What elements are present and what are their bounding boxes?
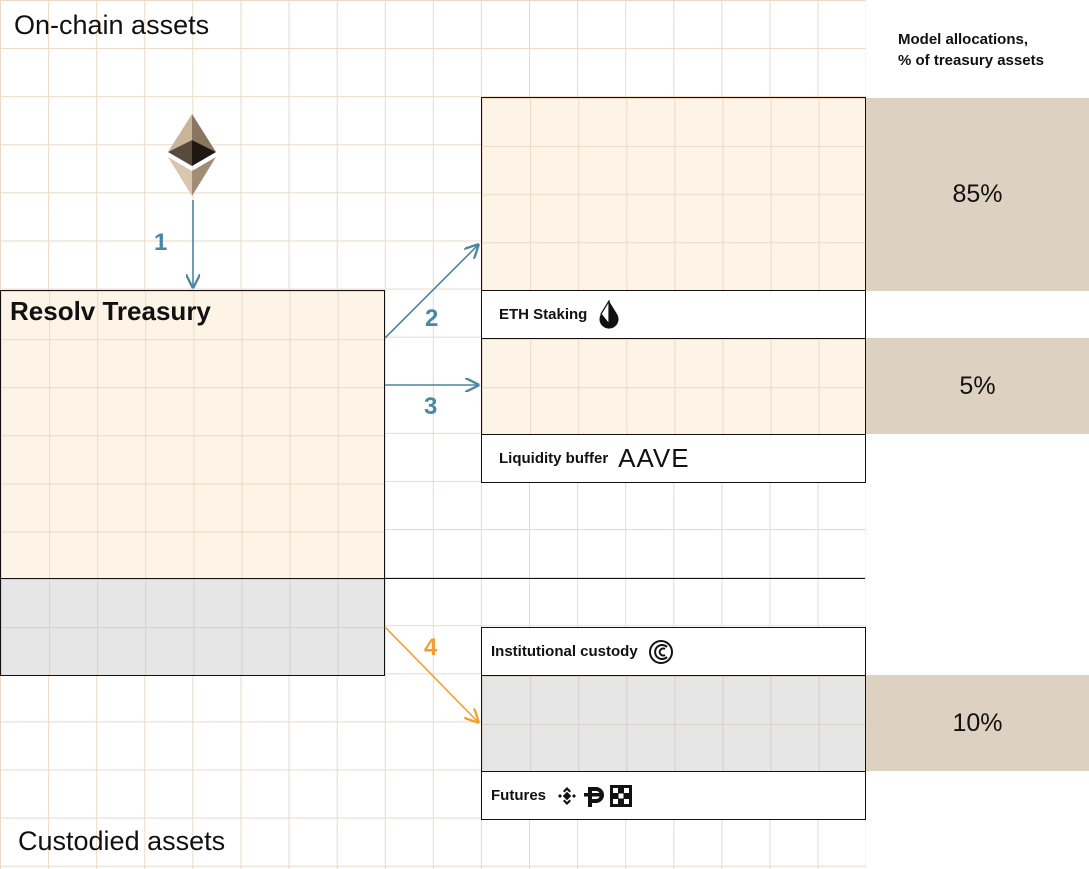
allocations-header-line1: Model allocations, [898, 31, 1029, 48]
futures-row: Futures [481, 771, 866, 820]
on-chain-title: On-chain assets [14, 10, 210, 40]
lido-drop-icon [597, 298, 621, 330]
treasury-title: Resolv Treasury [10, 296, 211, 326]
custodied-title: Custodied assets [18, 826, 226, 856]
liquidity-allocation-box [481, 338, 866, 435]
deribit-icon [582, 785, 606, 807]
eth-staking-allocation-box [481, 97, 866, 291]
treasury-onchain-box [0, 290, 385, 580]
section-divider [385, 578, 865, 579]
step-1: 1 [154, 229, 168, 256]
custody-icon [648, 639, 674, 665]
step-2: 2 [425, 305, 439, 332]
allocation-staking: 85% [866, 98, 1089, 291]
liquidity-buffer-row: Liquidity buffer AAVE [481, 434, 866, 483]
arrow-4 [384, 626, 478, 722]
treasury-custodied-box [0, 578, 385, 676]
eth-staking-label: ETH Staking [499, 306, 588, 323]
allocations-header-line2: % of treasury assets [898, 52, 1044, 69]
institutional-custody-row: Institutional custody [481, 627, 866, 676]
futures-label: Futures [491, 787, 547, 804]
aave-logo: AAVE [618, 443, 690, 473]
allocations-header: Model allocations, % of treasury assets [898, 29, 1044, 71]
allocation-liquidity: 5% [866, 338, 1089, 434]
ethereum-icon [168, 114, 216, 196]
step-4: 4 [424, 634, 438, 661]
eth-staking-row: ETH Staking [481, 290, 866, 339]
step-3: 3 [424, 393, 438, 420]
liquidity-buffer-label: Liquidity buffer [499, 450, 609, 467]
okx-icon [610, 784, 633, 807]
binance-icon [556, 785, 578, 807]
arrow-2 [384, 245, 478, 339]
allocation-custody: 10% [866, 675, 1089, 771]
institutional-custody-label: Institutional custody [491, 643, 638, 660]
custody-allocation-box [481, 675, 866, 772]
